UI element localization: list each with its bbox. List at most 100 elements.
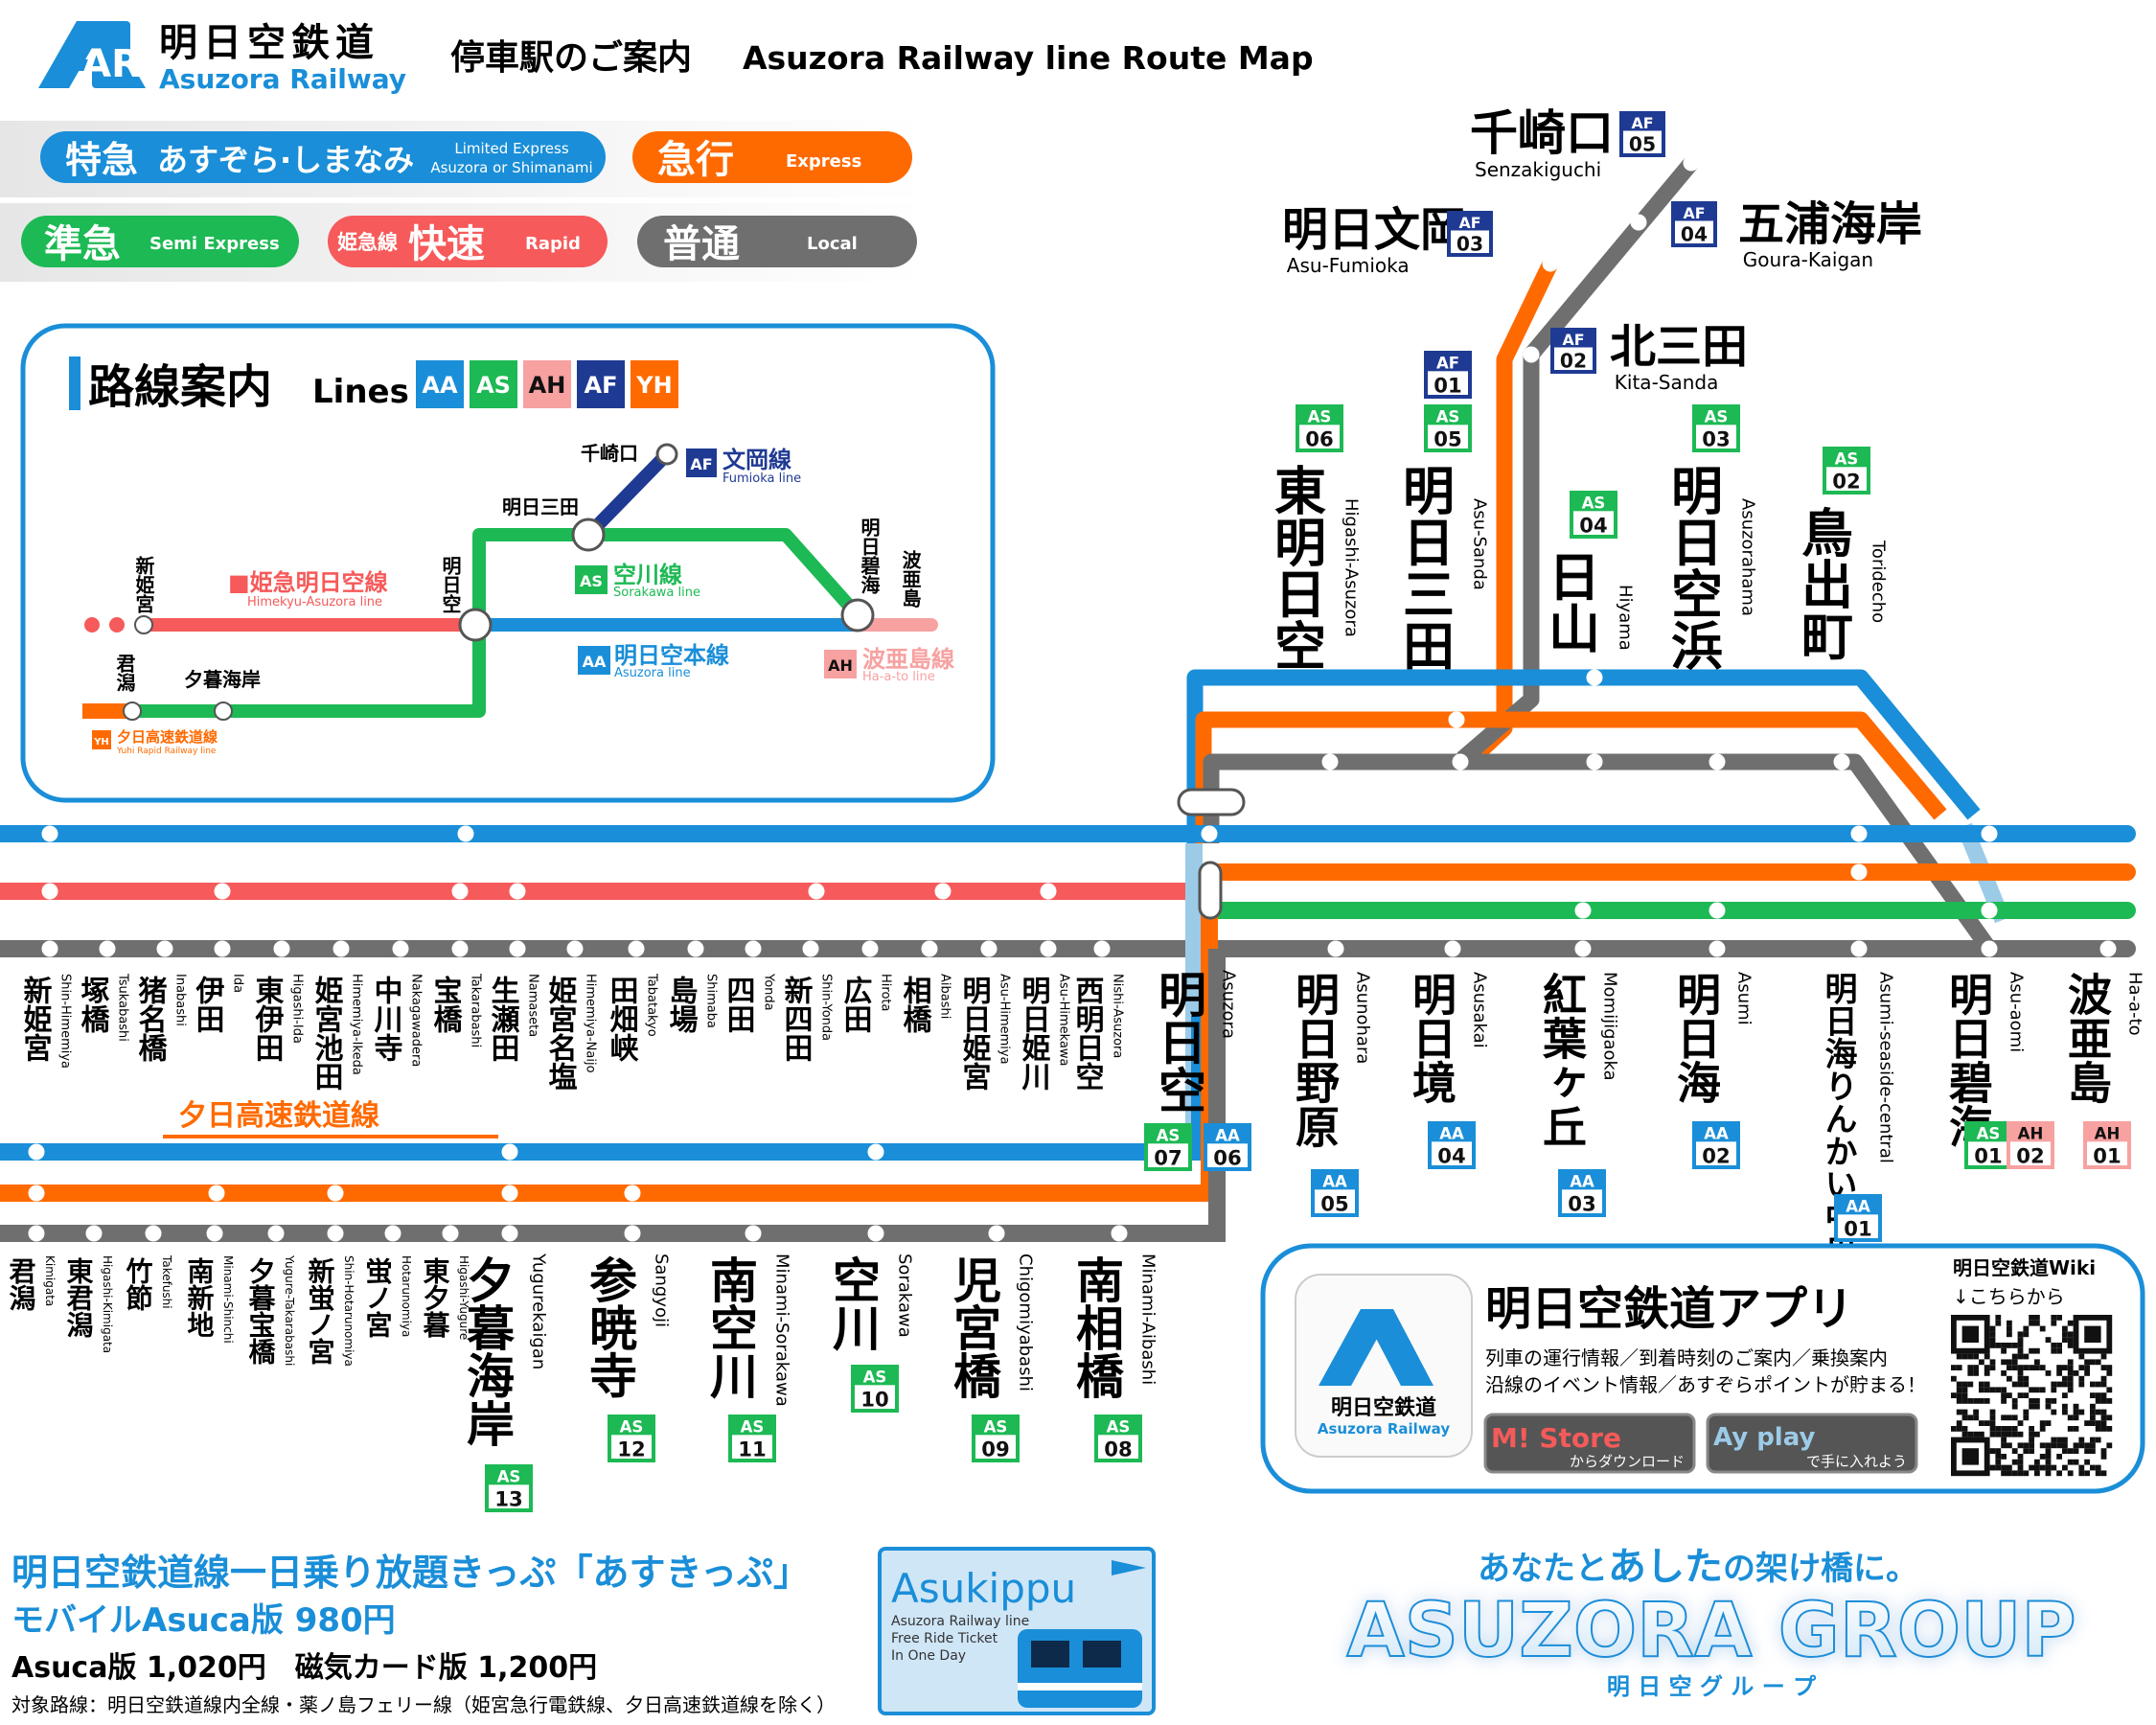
south-station-name: 南新地 bbox=[184, 1257, 216, 1338]
mini-schematic bbox=[82, 443, 938, 721]
qr-module bbox=[2034, 1464, 2040, 1471]
badge-code: AS bbox=[1107, 1418, 1131, 1437]
qr-module bbox=[2090, 1414, 2096, 1421]
qr-module bbox=[1984, 1420, 1990, 1426]
qr-module bbox=[2100, 1414, 2107, 1421]
station-dot bbox=[2099, 940, 2117, 957]
m-store-button[interactable]: M! Store からダウンロード bbox=[1483, 1413, 1696, 1474]
wiki-qr-code[interactable] bbox=[1951, 1315, 2113, 1477]
station-dot bbox=[28, 1184, 45, 1202]
qr-module bbox=[2056, 1343, 2062, 1348]
station-dot bbox=[1111, 1225, 1128, 1242]
qr-module bbox=[2045, 1454, 2052, 1460]
station-dot bbox=[566, 940, 584, 957]
qr-module bbox=[2078, 1365, 2085, 1370]
qr-module bbox=[2051, 1347, 2057, 1354]
group-name-jp: 明 日 空 グ ル ー プ bbox=[1607, 1673, 1817, 1700]
qr-module bbox=[2039, 1420, 2046, 1426]
qr-module bbox=[2023, 1470, 2030, 1477]
qr-module bbox=[2095, 1392, 2101, 1398]
south-station-name: 君潟 bbox=[6, 1257, 37, 1311]
qr-module bbox=[2007, 1320, 2012, 1326]
station-dot bbox=[687, 940, 704, 957]
qr-module bbox=[2067, 1370, 2074, 1376]
qr-module bbox=[2095, 1464, 2101, 1471]
qr-module bbox=[2011, 1398, 2018, 1404]
badge-code: AS bbox=[1705, 408, 1729, 426]
svg-text:Asuzora or Shimanami: Asuzora or Shimanami bbox=[430, 159, 592, 176]
qr-module bbox=[2007, 1375, 2012, 1382]
qr-module bbox=[2034, 1347, 2040, 1354]
station-dot bbox=[28, 1143, 45, 1161]
svg-text:夕日高速鉄道線: 夕日高速鉄道線 bbox=[178, 1099, 379, 1133]
south-big-station-name-en: Minami-Aibashi bbox=[1138, 1254, 1158, 1385]
station-dot bbox=[1093, 940, 1111, 957]
qr-module bbox=[2001, 1454, 2007, 1460]
svg-text:AF: AF bbox=[690, 455, 712, 473]
qr-module bbox=[2056, 1442, 2062, 1449]
qr-module bbox=[1951, 1426, 1957, 1432]
qr-module bbox=[2039, 1365, 2046, 1370]
north-station-name-en: Kita-Sanda bbox=[1615, 371, 1719, 394]
qr-module bbox=[2056, 1437, 2062, 1443]
qr-module bbox=[1995, 1464, 2002, 1471]
app-icon[interactable]: 明日空鉄道 Asuzora Railway bbox=[1295, 1274, 1473, 1458]
south-big-station-name: 南空川 bbox=[702, 1255, 758, 1400]
qr-module bbox=[1984, 1365, 1990, 1370]
station-dot bbox=[41, 825, 58, 842]
qr-module bbox=[2029, 1403, 2034, 1410]
qr-module bbox=[1967, 1398, 1974, 1404]
qr-module bbox=[2001, 1370, 2007, 1376]
qr-module bbox=[2056, 1470, 2062, 1477]
qr-module bbox=[1995, 1343, 2002, 1348]
badge-code: AA bbox=[1439, 1125, 1464, 1143]
qr-module bbox=[2090, 1359, 2096, 1366]
ticket-note: 対象路線：明日空鉄道線内全線・薬ノ島フェリー線（姫宮急行電鉄線、夕日高速鉄道線を… bbox=[11, 1693, 836, 1716]
station-dot bbox=[861, 940, 879, 957]
ay-play-button[interactable]: Ay play で手に入れよう bbox=[1706, 1413, 1918, 1474]
qr-module bbox=[2001, 1387, 2007, 1393]
qr-module bbox=[2017, 1454, 2024, 1460]
upper-station-name: 明日空浜 bbox=[1663, 464, 1723, 671]
asuzora-group-brand: あなたとあしたの架け橋に。 ASUZORA GROUP 明 日 空 グ ル ー … bbox=[1345, 1545, 2076, 1700]
station-dot bbox=[624, 1225, 641, 1242]
svg-text:Himekyu-Asuzora line: Himekyu-Asuzora line bbox=[247, 595, 382, 610]
qr-module bbox=[1995, 1387, 2002, 1393]
station-dot bbox=[988, 1225, 1005, 1242]
south-big-station-name: 夕暮海岸 bbox=[459, 1255, 515, 1447]
station-dot bbox=[1709, 753, 1726, 770]
west-station-name: 西明日空 bbox=[1070, 976, 1104, 1091]
qr-module bbox=[1951, 1392, 1957, 1398]
badge-number: 03 bbox=[1702, 426, 1730, 450]
badge-code: AS bbox=[1977, 1125, 2001, 1143]
west-station-name: 宝橋 bbox=[428, 975, 463, 1033]
svg-text:AS: AS bbox=[476, 372, 511, 399]
badge-code: AF bbox=[1683, 204, 1705, 222]
station-dot bbox=[1683, 154, 1700, 172]
station-dot bbox=[1709, 940, 1726, 957]
south-station-name-en: Takefushi bbox=[160, 1254, 173, 1309]
lines-title-jp: 路線案内 bbox=[88, 360, 272, 414]
west-station-name-en: Ida bbox=[231, 974, 245, 993]
qr-module bbox=[2017, 1420, 2024, 1426]
qr-module bbox=[1967, 1365, 1974, 1370]
qr-module bbox=[1989, 1420, 1996, 1426]
north-station-name: 五浦海岸 bbox=[1738, 197, 1922, 251]
qr-module bbox=[1967, 1381, 1974, 1388]
badge-code: AF bbox=[1436, 355, 1459, 373]
west-station-name: 明日姫川 bbox=[1017, 976, 1051, 1091]
qr-module bbox=[2045, 1448, 2052, 1454]
qr-module bbox=[2078, 1437, 2085, 1443]
qr-module bbox=[2051, 1315, 2057, 1321]
ticket-title: 明日空鉄道線一日乗り放題きっぷ「あすきっぷ」 bbox=[11, 1552, 810, 1594]
svg-text:Yuhi Rapid Railway line: Yuhi Rapid Railway line bbox=[116, 747, 217, 756]
badge-code: AF bbox=[1631, 114, 1653, 132]
upper-station-name: 東明日空 bbox=[1266, 464, 1326, 671]
west-station-name-en: Tsukabashi bbox=[116, 973, 130, 1042]
group-slogan: あなたとあしたの架け橋に。 bbox=[1478, 1545, 1918, 1589]
qr-module bbox=[2039, 1325, 2046, 1332]
qr-module bbox=[2007, 1431, 2012, 1438]
